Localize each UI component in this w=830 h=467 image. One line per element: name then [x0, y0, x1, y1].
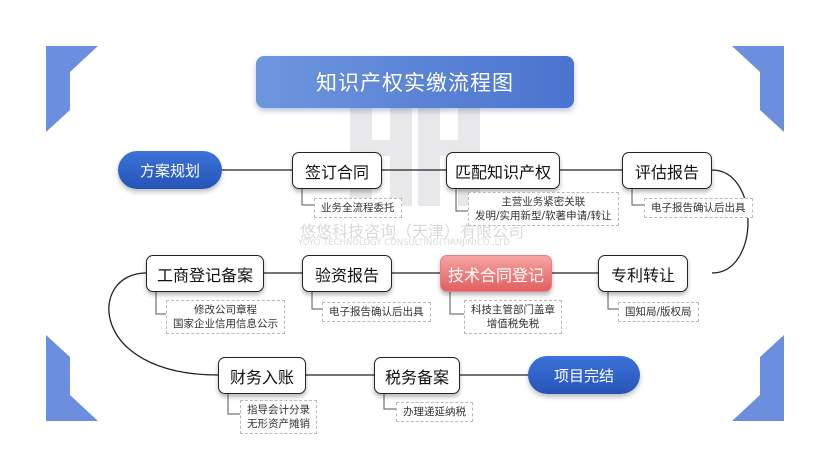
watermark-cn: 悠悠科技咨询（天津）有限公司 — [300, 222, 525, 241]
note-bracket-assess — [631, 189, 644, 206]
corner-bottom-right — [732, 335, 784, 421]
node-tech-contract-registration: 技术合同登记 — [440, 255, 552, 292]
corner-top-right — [732, 46, 784, 132]
note-match-line-1: 主营业务紧密关联 — [501, 196, 586, 208]
note-bracket-tax — [383, 394, 396, 410]
note-finance: 指导会计分录 无形资产摊销 — [240, 400, 317, 434]
note-tech: 科技主管部门盖章 增值税免税 — [464, 300, 562, 334]
note-transfer: 国知局/版权局 — [618, 302, 699, 322]
corner-top-left — [46, 46, 98, 132]
note-bracket-biz — [155, 292, 166, 315]
node-project-done: 项目完结 — [528, 356, 640, 394]
note-biz-line-2: 国家企业信用信息公示 — [173, 318, 278, 330]
page-title: 知识产权实缴流程图 — [256, 56, 574, 108]
node-assess-report: 评估报告 — [622, 152, 712, 189]
note-biz: 修改公司章程 国家企业信用信息公示 — [166, 300, 285, 334]
note-sign: 业务全流程委托 — [314, 198, 402, 218]
node-biz-registration: 工商登记备案 — [146, 255, 264, 292]
node-plan: 方案规划 — [118, 151, 222, 189]
node-verify-report: 验资报告 — [302, 255, 392, 292]
note-biz-line-1: 修改公司章程 — [194, 304, 257, 316]
note-assess: 电子报告确认后出具 — [644, 198, 753, 218]
note-match-line-2: 发明/实用新型/软著申请/转让 — [475, 210, 612, 222]
note-bracket-sign — [301, 189, 314, 206]
watermark-en: YOYO TECHNOLOGY CONSULTING(TIANJIN)CO.,L… — [298, 238, 510, 248]
note-finance-line-2: 无形资产摊销 — [247, 418, 310, 430]
corner-bottom-left — [46, 335, 98, 421]
note-bracket-verify — [311, 292, 322, 310]
note-bracket-transfer — [607, 292, 618, 310]
note-finance-line-1: 指导会计分录 — [247, 404, 310, 416]
note-sign-line-1: 业务全流程委托 — [321, 202, 395, 214]
note-transfer-line-1: 国知局/版权局 — [625, 306, 692, 318]
note-bracket-match — [455, 189, 468, 212]
node-finance-entry: 财务入账 — [218, 357, 306, 394]
note-verify: 电子报告确认后出具 — [322, 302, 431, 322]
note-bracket-tech — [449, 292, 464, 315]
node-sign-contract: 签订合同 — [292, 152, 382, 189]
note-match: 主营业务紧密关联 发明/实用新型/软著申请/转让 — [468, 192, 619, 226]
note-tax: 办理递延纳税 — [396, 402, 473, 422]
note-tech-line-1: 科技主管部门盖章 — [471, 304, 555, 316]
node-tax-filing: 税务备案 — [374, 357, 460, 394]
connector-biz-finance — [108, 272, 219, 376]
note-verify-line-1: 电子报告确认后出具 — [329, 306, 424, 318]
connector-assess-transfer — [711, 169, 749, 274]
node-match-ip: 匹配知识产权 — [446, 152, 560, 189]
note-assess-line-1: 电子报告确认后出具 — [651, 202, 746, 214]
node-patent-transfer: 专利转让 — [598, 255, 688, 292]
note-tax-line-1: 办理递延纳税 — [403, 406, 466, 418]
note-tech-line-2: 增值税免税 — [486, 318, 540, 330]
note-bracket-finance — [227, 394, 240, 415]
